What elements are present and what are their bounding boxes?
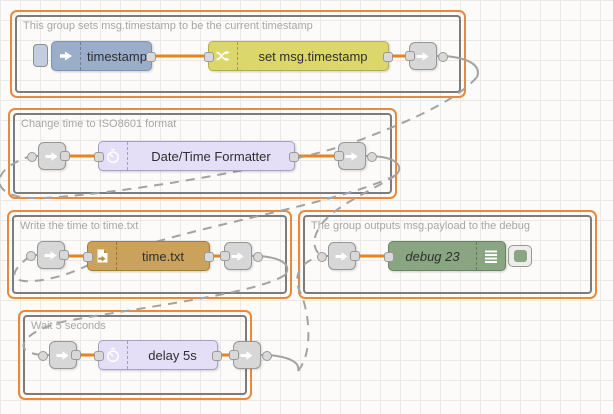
node-delay-5s[interactable]: delay 5s [94,340,222,370]
node-link-in-g2[interactable] [27,142,70,170]
link-arrow-icon [44,251,57,260]
link-out-port[interactable] [253,252,263,262]
link-out-port[interactable] [438,52,448,62]
input-port[interactable] [204,52,214,62]
node-link-out-g5[interactable] [229,341,272,369]
input-port[interactable] [229,350,239,360]
output-port[interactable] [350,251,360,261]
input-port[interactable] [220,251,230,261]
node-label: time.txt [142,248,184,264]
node-label: Date/Time Formatter [151,148,271,164]
node-link-out-g3[interactable] [220,242,263,270]
inject-arrow-icon [60,51,72,61]
node-link-in-g3[interactable] [26,241,69,269]
shuffle-icon [216,50,230,62]
link-out-port[interactable] [367,152,377,162]
node-set-msg-timestamp[interactable]: set msg.timestamp [204,41,393,71]
node-debug-23[interactable]: debug 23 [384,241,532,271]
output-port[interactable] [146,52,156,62]
link-in-port[interactable] [27,152,37,162]
input-port[interactable] [94,351,104,361]
output-port[interactable] [204,252,214,262]
debug-list-icon [485,250,497,263]
file-out-icon [97,249,108,263]
input-port[interactable] [94,152,104,162]
link-in-port[interactable] [38,351,48,361]
output-port[interactable] [60,151,70,161]
node-file-time-txt[interactable]: time.txt [83,241,214,271]
node-link-out-g1[interactable] [405,42,448,70]
link-wire-curl[interactable] [267,354,300,372]
node-link-in-g4[interactable] [317,242,360,270]
node-link-in-g5[interactable] [38,341,81,369]
link-out-port[interactable] [262,351,272,361]
input-port[interactable] [334,151,344,161]
node-label: debug 23 [405,248,460,264]
link-arrow-icon [335,252,348,261]
output-port[interactable] [289,152,299,162]
output-port[interactable] [71,350,81,360]
input-port[interactable] [405,51,415,61]
link-arrow-icon [240,351,253,360]
group-title: This group sets msg.timestamp to be the … [23,20,313,32]
node-label: set msg.timestamp [258,48,368,64]
timer-icon [107,148,119,164]
link-arrow-icon [345,152,358,161]
debug-toggle-button[interactable] [508,245,532,267]
group-title: The group outputs msg.payload to the deb… [311,220,530,232]
inject-button[interactable] [33,44,48,67]
link-arrow-icon [56,351,69,360]
link-in-port[interactable] [26,251,36,261]
group-title: Wait 5 seconds [31,320,106,332]
input-port[interactable] [384,252,394,262]
debug-toggle-state [513,250,527,262]
output-port[interactable] [59,250,69,260]
group-title: Change time to ISO8601 format [21,118,177,130]
timer-icon [107,347,119,363]
output-port[interactable] [383,52,393,62]
node-inject-timestamp[interactable]: timestamp [51,41,156,71]
link-arrow-icon [45,152,58,161]
node-label: timestamp [87,48,147,64]
node-link-out-g2[interactable] [334,142,377,170]
link-in-port[interactable] [317,252,327,262]
link-arrow-icon [416,52,429,61]
node-date-time-formatter[interactable]: Date/Time Formatter [94,141,299,171]
group-title: Write the time to time.txt [20,220,139,232]
node-label: delay 5s [148,347,197,363]
output-port[interactable] [212,351,222,361]
link-arrow-icon [231,252,244,261]
input-port[interactable] [83,252,93,262]
